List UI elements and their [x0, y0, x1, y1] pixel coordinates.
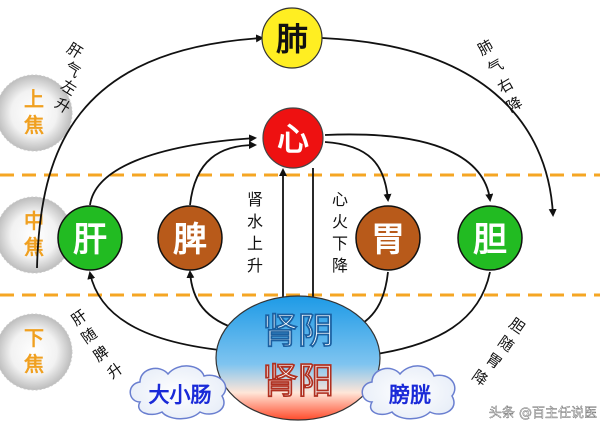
organ-gallbladder: 胆	[457, 205, 523, 271]
organ-lung-label: 肺	[276, 20, 308, 58]
svg-text:肺: 肺	[474, 36, 496, 59]
organ-lung: 肺	[261, 7, 323, 69]
bladder-label: 膀胱	[388, 383, 431, 407]
organ-small-large-intestine: 大小肠	[129, 365, 227, 420]
organ-kidney: 肾阴 肾阳	[215, 295, 381, 421]
label-kidney-water-rise: 肾 水 上 升	[247, 190, 263, 275]
organ-kidney-yin-label: 肾阴	[262, 311, 334, 352]
bladder-cloud	[361, 365, 456, 420]
svg-text:肝: 肝	[64, 39, 86, 62]
svg-text:火: 火	[332, 212, 348, 231]
zone-upper-burst	[0, 74, 73, 152]
organ-spleen: 脾	[157, 205, 223, 271]
watermark: 头条 @百主任说医	[489, 405, 597, 421]
zone-lower: 下 焦	[0, 313, 73, 391]
arrow-liver-to-heart	[89, 134, 257, 206]
zone-middle-label-2: 焦	[24, 235, 44, 259]
organ-spleen-circle	[157, 205, 223, 271]
arrow-kidney-to-liver	[87, 271, 241, 353]
arrow-gallbladder-to-kidney	[368, 271, 491, 359]
zone-lower-label-2: 焦	[24, 352, 44, 376]
organ-lung-circle	[261, 7, 323, 69]
svg-text:心: 心	[332, 190, 348, 209]
label-heart-fire-descend: 心 火 下 降	[332, 190, 348, 275]
arrow-lung-qi-right-descend	[321, 37, 557, 217]
arrow-liver-qi-left-rise	[36, 34, 264, 269]
svg-text:降: 降	[503, 93, 525, 116]
svg-text:降: 降	[332, 256, 348, 275]
zone-lower-burst	[0, 313, 73, 391]
organ-liver-circle	[57, 205, 123, 271]
organ-kidney-ellipse	[215, 295, 381, 421]
zone-upper-label-1: 上	[24, 87, 44, 111]
svg-text:降: 降	[469, 366, 492, 389]
label-liver-qi-left: 肝 气 左 升	[52, 39, 86, 117]
label-gallbladder-follows-stomach: 胆 随 胃 降	[469, 314, 529, 389]
svg-text:右: 右	[494, 74, 516, 97]
svg-text:气: 气	[484, 55, 506, 78]
arrow-spleen-to-heart	[189, 141, 257, 206]
arrow-heart-to-stomach	[324, 141, 392, 202]
zone-lower-label-1: 下	[24, 326, 44, 350]
organ-heart-circle	[262, 107, 324, 169]
organ-heart: 心	[262, 107, 324, 169]
organ-heart-label: 心	[277, 120, 309, 158]
organ-liver: 肝	[57, 205, 123, 271]
svg-text:升: 升	[247, 256, 263, 275]
svg-text:随: 随	[78, 324, 101, 347]
zone-upper: 上 焦	[0, 74, 73, 152]
organ-gallbladder-label: 胆	[473, 220, 507, 260]
organ-stomach: 胃	[355, 205, 421, 271]
intestine-label: 大小肠	[149, 383, 212, 407]
svg-text:脾: 脾	[90, 342, 113, 365]
organ-bladder: 膀胱	[361, 365, 456, 420]
organ-spleen-label: 脾	[173, 220, 207, 260]
organ-stomach-label: 胃	[371, 220, 405, 260]
intestine-cloud	[129, 365, 227, 420]
svg-text:下: 下	[332, 234, 348, 253]
svg-text:肾: 肾	[247, 190, 263, 209]
svg-text:升: 升	[104, 359, 127, 382]
organ-liver-label: 肝	[73, 220, 107, 260]
label-lung-qi-right: 肺 气 右 降	[474, 36, 525, 116]
organ-stomach-circle	[355, 205, 421, 271]
zone-upper-label-2: 焦	[24, 113, 44, 137]
svg-text:胃: 胃	[483, 349, 506, 372]
organ-kidney-yang-label: 肾阳	[262, 361, 334, 402]
organ-gallbladder-circle	[457, 205, 523, 271]
svg-text:上: 上	[247, 234, 263, 253]
arrow-heart-to-gallbladder	[324, 133, 494, 202]
svg-text:水: 水	[247, 212, 263, 231]
label-liver-follows-spleen: 肝 随 脾 升	[68, 306, 127, 382]
